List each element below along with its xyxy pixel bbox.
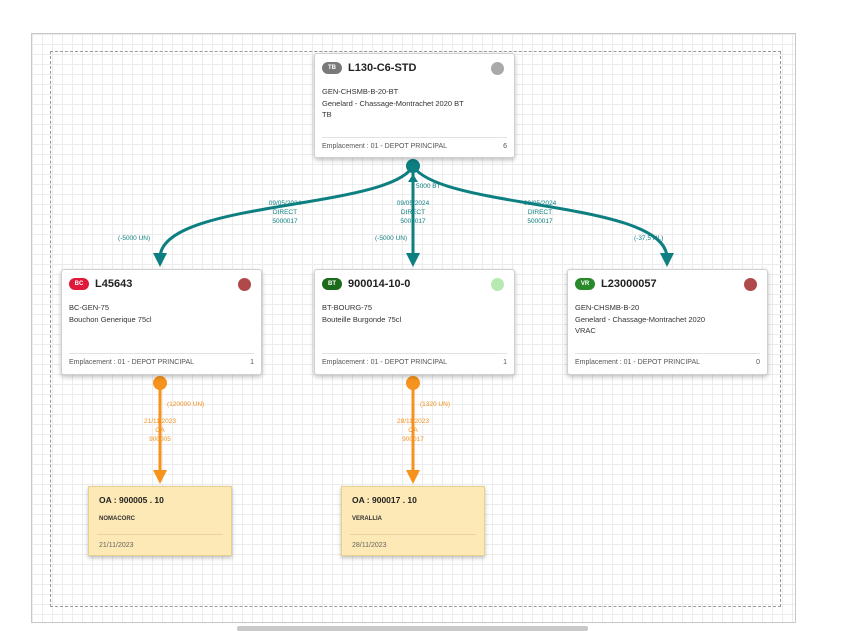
link-root-right[interactable] xyxy=(411,165,669,259)
node-ref: GEN-CHSMB-B-20 xyxy=(575,303,640,312)
link-oa1-qty: (120000 UN) xyxy=(167,401,205,408)
node-code: L45643 xyxy=(95,278,133,290)
arrowhead-middle xyxy=(406,253,420,267)
order-card-oa1[interactable]: OA : 900005 . 10 NOMACORC 21/11/2023 xyxy=(88,486,232,556)
order-date: 28/11/2023 xyxy=(352,542,387,549)
arrowhead-up xyxy=(408,174,418,182)
order-date: 21/11/2023 xyxy=(99,542,134,549)
type-badge: TB xyxy=(322,62,342,74)
link-right-qty: (-37,5 HL) xyxy=(634,235,664,242)
status-dot xyxy=(491,62,504,75)
left-input-port[interactable] xyxy=(153,376,167,390)
node-ref: GEN-CHSMB-B-20-BT xyxy=(322,87,399,96)
type-badge: VR xyxy=(575,278,595,290)
order-supplier: NOMACORC xyxy=(99,516,135,522)
node-count: 0 xyxy=(756,359,760,366)
arrowhead-right xyxy=(660,253,674,267)
node-type: TB xyxy=(322,110,332,119)
node-card-root[interactable]: TB L130-C6-STD GEN-CHSMB-B-20-BT Genelar… xyxy=(314,53,515,158)
type-badge: BC xyxy=(69,278,89,290)
order-card-oa2[interactable]: OA : 900017 . 10 VERALLIA 28/11/2023 xyxy=(341,486,485,556)
root-qty-label: 5000 BT xyxy=(416,183,441,190)
node-ref: BC-GEN-75 xyxy=(69,303,110,312)
node-location: Emplacement : 01 - DEPOT PRINCIPAL xyxy=(322,143,448,150)
node-description: Bouteille Burgonde 75cl xyxy=(322,315,402,324)
type-badge: BT xyxy=(322,278,342,290)
node-code: 900014-10-0 xyxy=(348,278,411,290)
node-card-left[interactable]: BC L45643 BC-GEN-75 Bouchon Generique 75… xyxy=(61,269,262,375)
link-middle-qty: (-5000 UN) xyxy=(375,235,408,242)
link-oa2-qty: (1320 UN) xyxy=(420,401,450,408)
node-count: 1 xyxy=(503,359,507,366)
node-location: Emplacement : 01 - DEPOT PRINCIPAL xyxy=(69,359,195,366)
link-root-left[interactable] xyxy=(158,165,415,259)
order-title: OA : 900005 . 10 xyxy=(99,495,164,505)
link-left-qty: (-5000 UN) xyxy=(118,235,151,242)
order-supplier: VERALLIA xyxy=(352,516,382,522)
node-card-middle[interactable]: BT 900014-10-0 BT-BOURG-75 Bouteille Bur… xyxy=(314,269,515,375)
node-ref: BT-BOURG-75 xyxy=(322,303,373,312)
node-code: L23000057 xyxy=(601,278,657,290)
root-output-port[interactable] xyxy=(406,159,420,173)
node-description: Bouchon Generique 75cl xyxy=(69,315,152,324)
node-description: Genelard - Chassage-Montrachet 2020 xyxy=(575,315,706,324)
arrowhead-oa1 xyxy=(153,470,167,484)
node-location: Emplacement : 01 - DEPOT PRINCIPAL xyxy=(322,359,448,366)
status-dot xyxy=(491,278,504,291)
status-dot xyxy=(744,278,757,291)
arrowhead-left xyxy=(153,253,167,267)
order-title: OA : 900017 . 10 xyxy=(352,495,417,505)
node-code: L130-C6-STD xyxy=(348,62,417,74)
status-dot xyxy=(238,278,251,291)
node-card-right[interactable]: VR L23000057 GEN-CHSMB-B-20 Genelard - C… xyxy=(567,269,768,375)
middle-input-port[interactable] xyxy=(406,376,420,390)
node-count: 6 xyxy=(503,143,507,150)
node-description: Genelard - Chassage-Montrachet 2020 BT xyxy=(322,99,464,108)
node-type: VRAC xyxy=(575,326,596,335)
diagram-bounds xyxy=(50,51,781,607)
arrowhead-oa2 xyxy=(406,470,420,484)
horizontal-scrollbar[interactable] xyxy=(237,626,588,631)
node-count: 1 xyxy=(250,359,254,366)
node-location: Emplacement : 01 - DEPOT PRINCIPAL xyxy=(575,359,701,366)
